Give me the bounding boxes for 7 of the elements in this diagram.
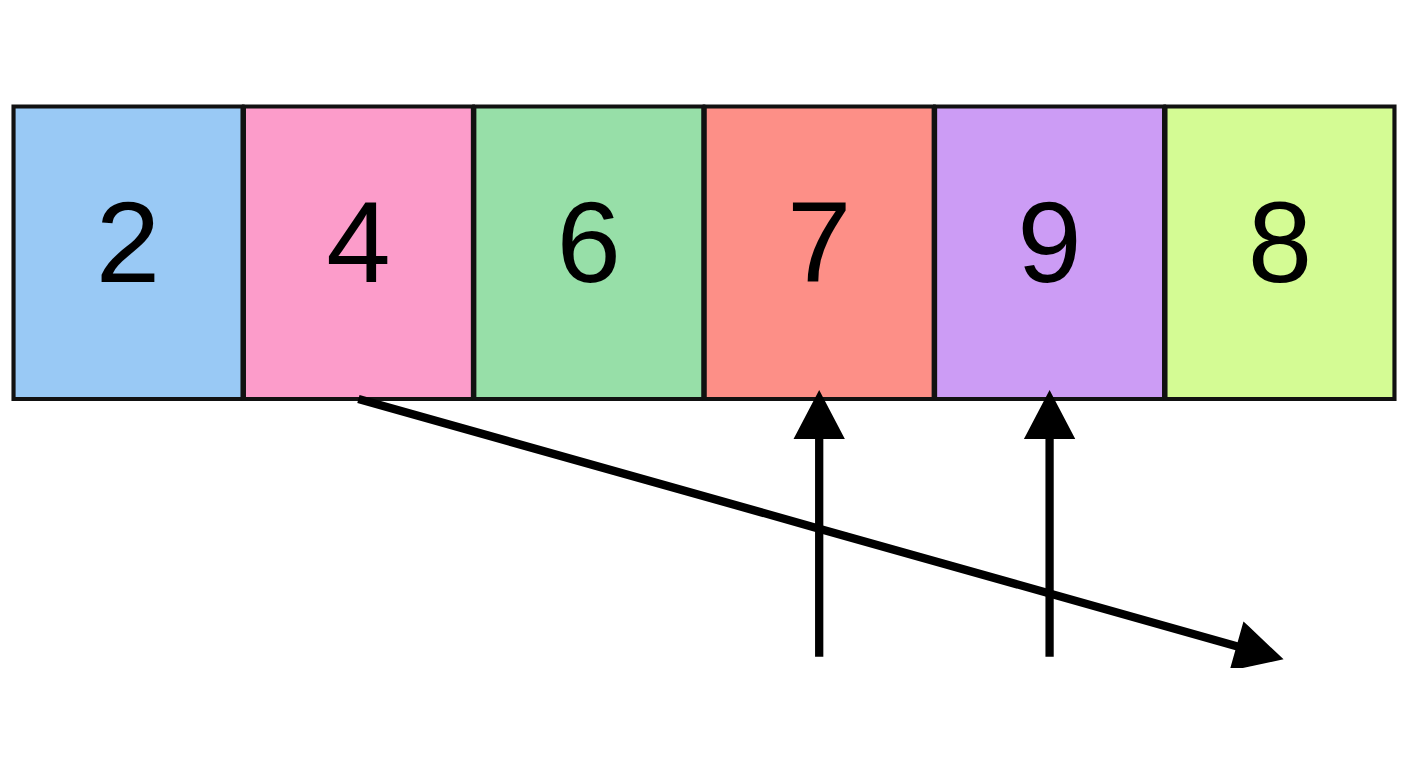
node-box: 7: [702, 103, 936, 401]
arrow: [1023, 389, 1076, 657]
node-box: 4: [241, 103, 475, 401]
node-box: 6: [472, 103, 706, 401]
node-box: 2: [11, 103, 245, 401]
node-box: 8: [1163, 103, 1397, 401]
arrow: [793, 389, 845, 657]
